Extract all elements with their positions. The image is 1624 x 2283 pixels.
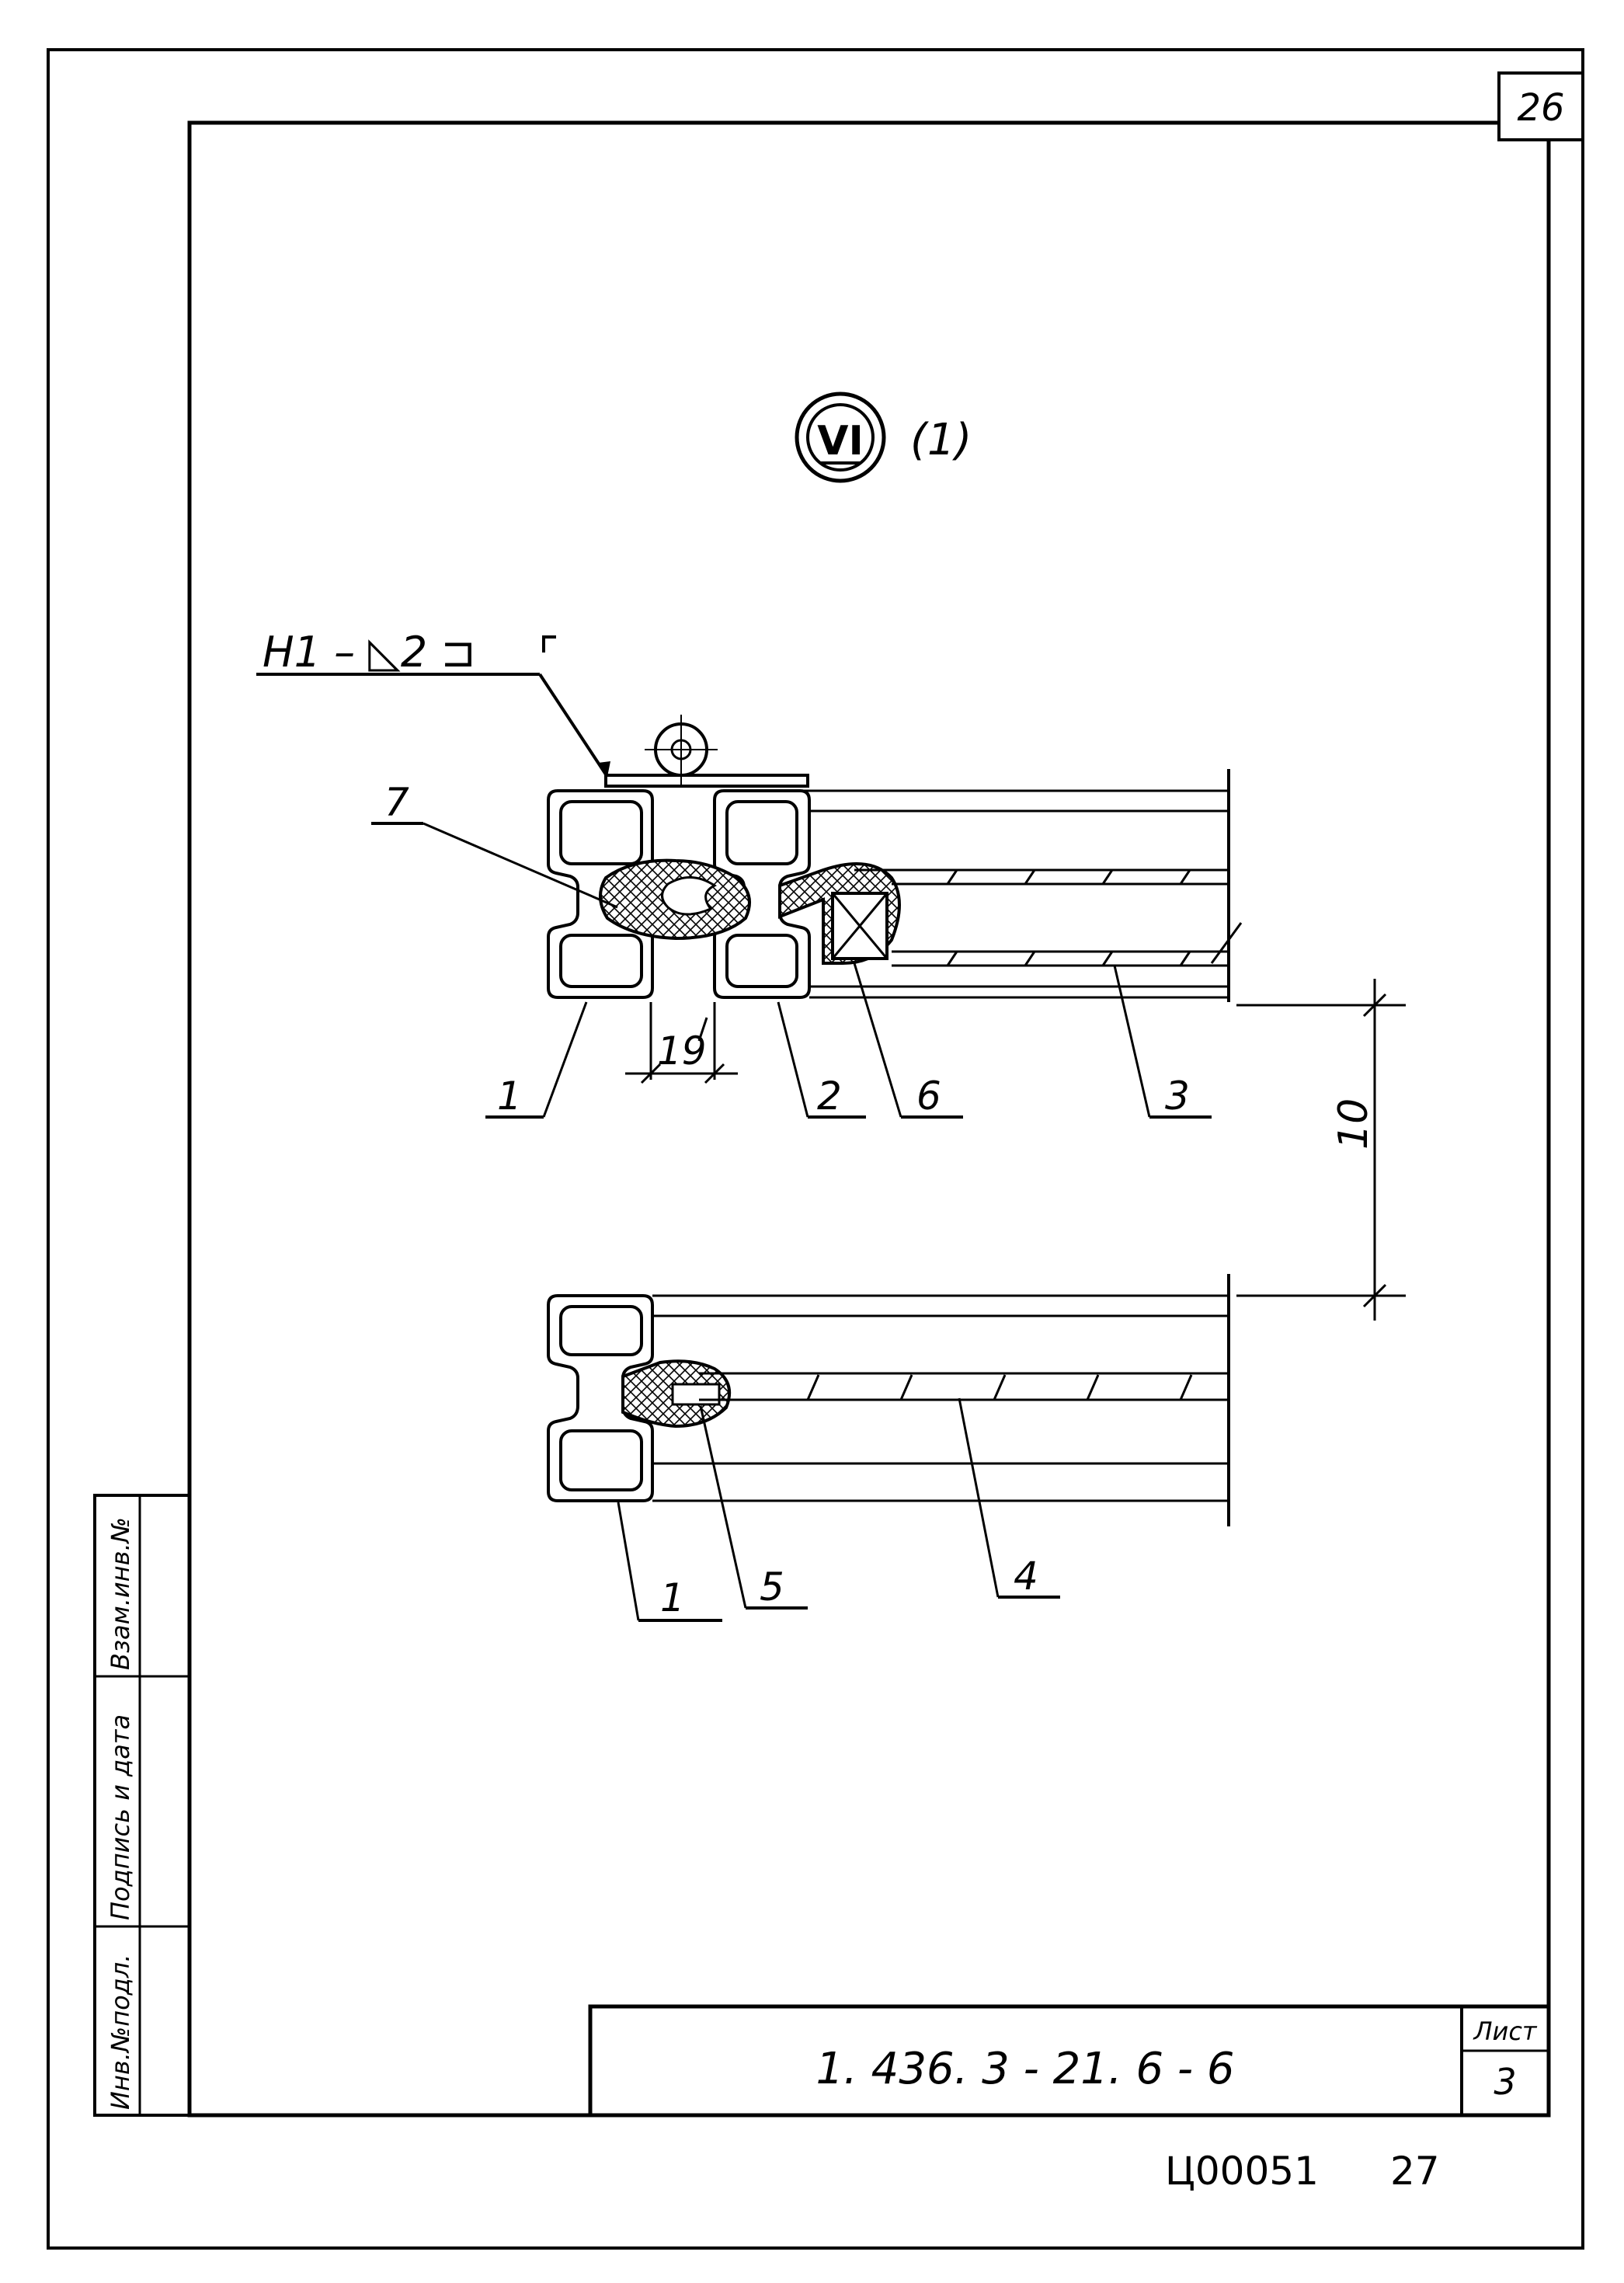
callout-top-3-label: 3 — [1165, 1074, 1190, 1119]
detail-mark-suffix: (1) — [910, 415, 972, 465]
seal-6 — [778, 862, 901, 965]
callout-7: 7 — [371, 780, 618, 909]
side-stamp-col2: Подпись и дата — [106, 1714, 135, 1920]
callout-top-3: 3 — [1113, 965, 1212, 1119]
detail-mark: VI (1) — [795, 392, 972, 483]
callout-top-6: 6 — [853, 962, 963, 1119]
detail-mark-label: VI — [817, 418, 864, 465]
corner-number-box: 26 — [1497, 71, 1584, 141]
callout-top-1-label: 1 — [497, 1074, 522, 1119]
weld-note-text: Н1 – ◺2 ⊐ — [263, 628, 476, 677]
side-stamp: Инв.№подл. Подпись и дата Взам.инв.№ — [93, 1494, 191, 2117]
hinge-eye — [604, 715, 809, 788]
side-stamp-col1: Инв.№подл. — [106, 1954, 135, 2110]
outer-frame — [47, 48, 1584, 2250]
callout-top-2-label: 2 — [817, 1074, 842, 1119]
footer-stamp: Ц00051 — [1165, 2149, 1319, 2194]
dimension-10-label: 10 — [1330, 1098, 1377, 1150]
gasket-7 — [599, 858, 751, 941]
top-glazing — [800, 769, 1243, 1002]
callout-7-label: 7 — [384, 780, 409, 825]
bottom-glazing — [652, 1274, 1230, 1526]
title-designation: 1. 436. 3 - 21. 6 - 6 — [815, 2044, 1234, 2094]
callout-bottom-5-label: 5 — [760, 1564, 784, 1610]
callout-bottom-5: 5 — [699, 1405, 808, 1610]
title-sheet-label: Лист — [1473, 2017, 1537, 2046]
callout-bottom-1-label: 1 — [660, 1575, 685, 1620]
title-sheet-number: 3 — [1494, 2061, 1516, 2103]
callout-bottom-4: 4 — [958, 1397, 1060, 1599]
callout-bottom-1: 1 — [617, 1502, 722, 1622]
callout-top-2: 2 — [777, 1001, 866, 1119]
callout-top-6-label: 6 — [916, 1074, 941, 1119]
weld-note: Н1 – ◺2 ⊐ — [256, 628, 610, 778]
seal-5 — [621, 1359, 731, 1429]
dimension-19-label: 19 — [657, 1028, 707, 1074]
callout-bottom-4-label: 4 — [1014, 1554, 1038, 1599]
title-block: 1. 436. 3 - 21. 6 - 6 Лист 3 — [588, 2004, 1551, 2118]
side-stamp-col3: Взам.инв.№ — [106, 1517, 135, 1670]
corner-number: 26 — [1517, 86, 1564, 130]
dimension-19: 19 — [625, 1002, 738, 1084]
dimension-10: 10 — [1236, 979, 1406, 1321]
bottom-left-profile — [547, 1294, 654, 1502]
footer-page: 27 — [1390, 2149, 1440, 2194]
callout-top-1: 1 — [485, 1001, 588, 1119]
